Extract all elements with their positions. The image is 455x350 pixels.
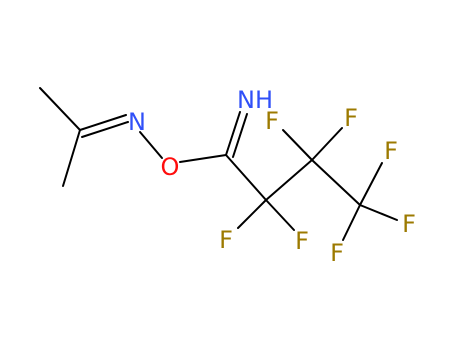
atom-fluorine-6: F: [402, 210, 416, 238]
bond-methyl1-c: [39, 87, 81, 131]
bond-c-nh-double-b: [232, 113, 248, 158]
bond-n-o: [139, 131, 163, 159]
bond-methyl2-c: [62, 129, 81, 187]
atom-o-ether: O: [161, 153, 180, 181]
atom-fluorine-7: F: [330, 239, 344, 267]
atom-labels: N O NH F F F F F F F: [128, 86, 416, 267]
atom-fluorine-2: F: [295, 227, 309, 255]
atom-n-oxime: N: [128, 108, 146, 136]
bond-c-n-double-b: [81, 121, 129, 138]
bond-cf3-f6: [359, 204, 398, 221]
atom-fluorine-1: F: [219, 226, 233, 254]
bond-cf3-f5: [359, 162, 383, 206]
bond-cf2b-f4: [311, 127, 343, 161]
atom-fluorine-5: F: [384, 137, 398, 165]
bond-cf3-f7: [342, 204, 361, 241]
atom-fluorine-4: F: [344, 104, 358, 132]
bonds: [39, 87, 398, 241]
bond-o-c: [179, 154, 227, 163]
atom-n-imine: NH: [237, 86, 273, 114]
bond-cf2b-f3: [282, 129, 313, 161]
bond-cf2b-cf3: [311, 159, 361, 206]
atom-fluorine-3: F: [265, 107, 279, 135]
bond-c-n-double-a: [79, 114, 127, 131]
bond-c-nh-double-a: [225, 111, 241, 156]
bond-cf2a-f2: [265, 199, 295, 231]
bond-cf2a-f1: [237, 199, 267, 229]
bond-cf2a-cf2b: [265, 159, 313, 201]
bond-c-cf2a: [225, 154, 267, 201]
